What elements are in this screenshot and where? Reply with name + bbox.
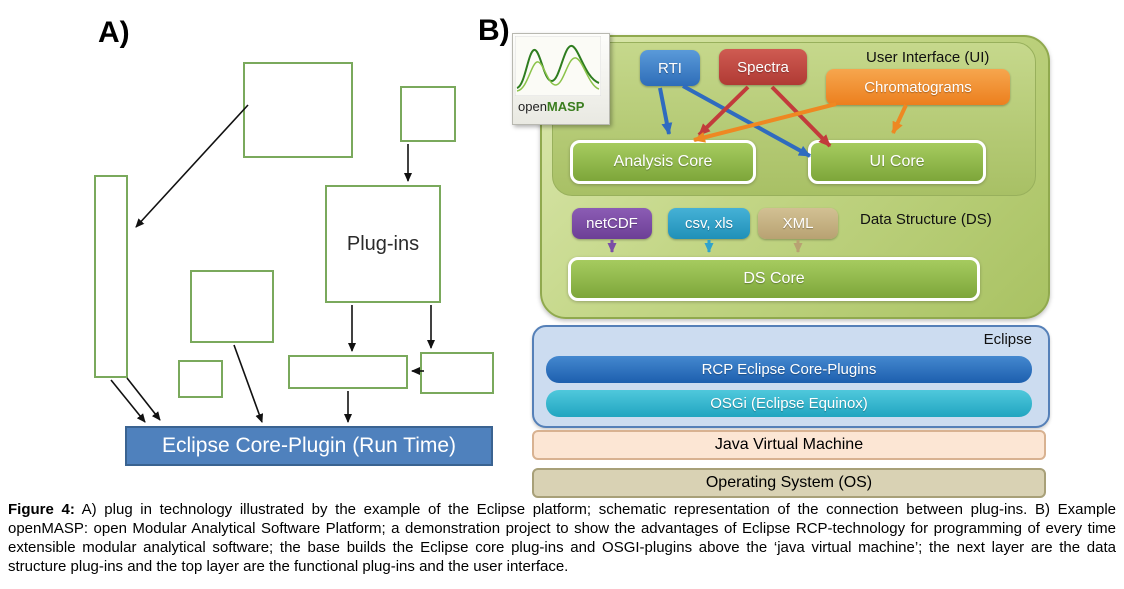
ui-layer-label: User Interface (UI) bbox=[866, 49, 990, 66]
figure-caption-prefix: Figure 4: bbox=[8, 501, 75, 518]
panel-a-label: A) bbox=[98, 16, 130, 49]
plugin-box-right bbox=[420, 352, 494, 394]
jvm-layer-label: Java Virtual Machine bbox=[714, 436, 864, 453]
plugin-box-tall bbox=[94, 175, 128, 378]
eclipse-runtime-bar: Eclipse Core-Plugin (Run Time) bbox=[125, 426, 493, 466]
rti-module: RTI bbox=[640, 50, 700, 86]
ui-core-bar: UI Core bbox=[808, 140, 986, 184]
plugin-box-small-bottom bbox=[178, 360, 223, 398]
jvm-layer-bar: Java Virtual Machine bbox=[532, 430, 1046, 460]
openmasp-logo-open: open bbox=[518, 99, 547, 114]
netcdf-module-label: netCDF bbox=[586, 215, 638, 232]
openmasp-logo-masp: MASP bbox=[546, 99, 585, 114]
ui-core-label: UI Core bbox=[869, 153, 925, 170]
spectra-module: Spectra bbox=[719, 49, 807, 85]
chromatograms-module: Chromatograms bbox=[826, 69, 1010, 105]
plugins-box-label: Plug-ins bbox=[346, 232, 420, 255]
csv-xls-module-label: csv, xls bbox=[684, 215, 734, 232]
plugin-box-medium bbox=[190, 270, 274, 343]
analysis-core-bar: Analysis Core bbox=[570, 140, 756, 184]
openmasp-logo-text: openMASP bbox=[518, 99, 607, 114]
chromatograms-module-label: Chromatograms bbox=[864, 78, 972, 96]
eclipse-layer-label: Eclipse bbox=[983, 331, 1032, 348]
osgi-equinox-bar: OSGi (Eclipse Equinox) bbox=[546, 390, 1032, 417]
plugins-box: Plug-ins bbox=[325, 185, 441, 303]
plugin-box-small-top bbox=[400, 86, 456, 142]
osgi-equinox-label: OSGi (Eclipse Equinox) bbox=[710, 395, 868, 412]
figure-caption-body: A) plug in technology illustrated by the… bbox=[8, 501, 1116, 575]
panel-b-label: B) bbox=[478, 14, 510, 47]
analysis-core-label: Analysis Core bbox=[613, 153, 713, 170]
os-layer-label: Operating System (OS) bbox=[705, 474, 873, 491]
csv-xls-module: csv, xls bbox=[668, 208, 750, 239]
openmasp-logo-curves bbox=[514, 35, 602, 97]
xml-module: XML bbox=[758, 208, 838, 239]
netcdf-module: netCDF bbox=[572, 208, 652, 239]
arrow-medium-to-runtime bbox=[233, 344, 264, 423]
rcp-core-plugins-label: RCP Eclipse Core-Plugins bbox=[701, 361, 877, 378]
os-layer-bar: Operating System (OS) bbox=[532, 468, 1046, 498]
xml-module-label: XML bbox=[782, 215, 814, 232]
arrow-large-to-tall bbox=[135, 104, 249, 228]
ds-core-label: DS Core bbox=[743, 270, 805, 287]
eclipse-runtime-label: Eclipse Core-Plugin (Run Time) bbox=[161, 434, 457, 457]
openmasp-logo: openMASP bbox=[512, 33, 610, 125]
ds-core-bar: DS Core bbox=[568, 257, 980, 301]
plugin-box-wide bbox=[288, 355, 408, 389]
plugin-box-large bbox=[243, 62, 353, 158]
arrow-tall-to-runtime-1 bbox=[110, 379, 146, 423]
rcp-core-plugins-bar: RCP Eclipse Core-Plugins bbox=[546, 356, 1032, 383]
rti-module-label: RTI bbox=[658, 59, 682, 77]
figure-caption: Figure 4: A) plug in technology illustra… bbox=[8, 500, 1116, 576]
spectra-module-label: Spectra bbox=[737, 58, 789, 76]
arrow-tall-to-runtime-2 bbox=[126, 377, 161, 421]
ds-layer-label: Data Structure (DS) bbox=[860, 211, 992, 228]
